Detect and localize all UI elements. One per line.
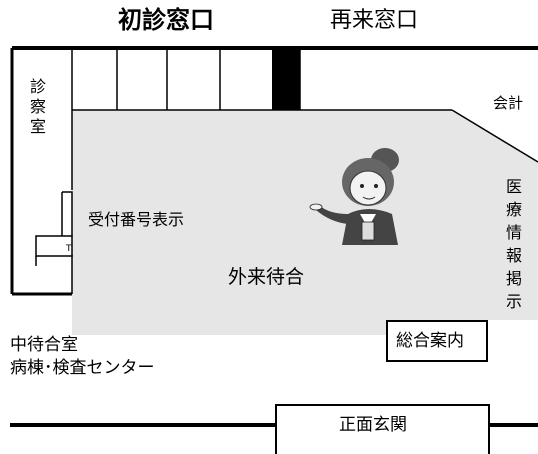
main-entrance-box: 正面玄関: [275, 404, 490, 454]
ward-lab-center-label: 病棟･検査センター: [10, 358, 155, 378]
medical-info-board-label: 医療情報掲示: [503, 178, 522, 316]
receptionist-illustration: [309, 148, 399, 245]
outpatient-waiting-label: 外来待合: [228, 266, 305, 288]
exam-room-label: 診察室: [27, 78, 46, 138]
display-unit: [35, 235, 73, 257]
accounting-wall: [451, 109, 538, 163]
return-window-label: 再来窓口: [330, 8, 419, 33]
general-information-box: 総合案内: [386, 320, 488, 362]
accounting-label: 会計: [493, 94, 524, 112]
middle-waiting-room-label: 中待合室: [10, 335, 78, 355]
display-mark: T: [65, 244, 72, 254]
floor-map: T 初診窓口 再来窓口 診察室 会計 医療情報掲示 受付番号表示 外来待合 中待…: [10, 6, 538, 454]
display-stand: [62, 191, 73, 236]
waiting-floor: [72, 110, 538, 335]
reception-number-display-label: 受付番号表示: [88, 210, 185, 229]
pillar: [272, 48, 300, 110]
general-information-label: 総合案内: [396, 331, 464, 351]
main-entrance-label: 正面玄関: [339, 415, 407, 435]
initial-window-label: 初診窓口: [118, 6, 214, 34]
